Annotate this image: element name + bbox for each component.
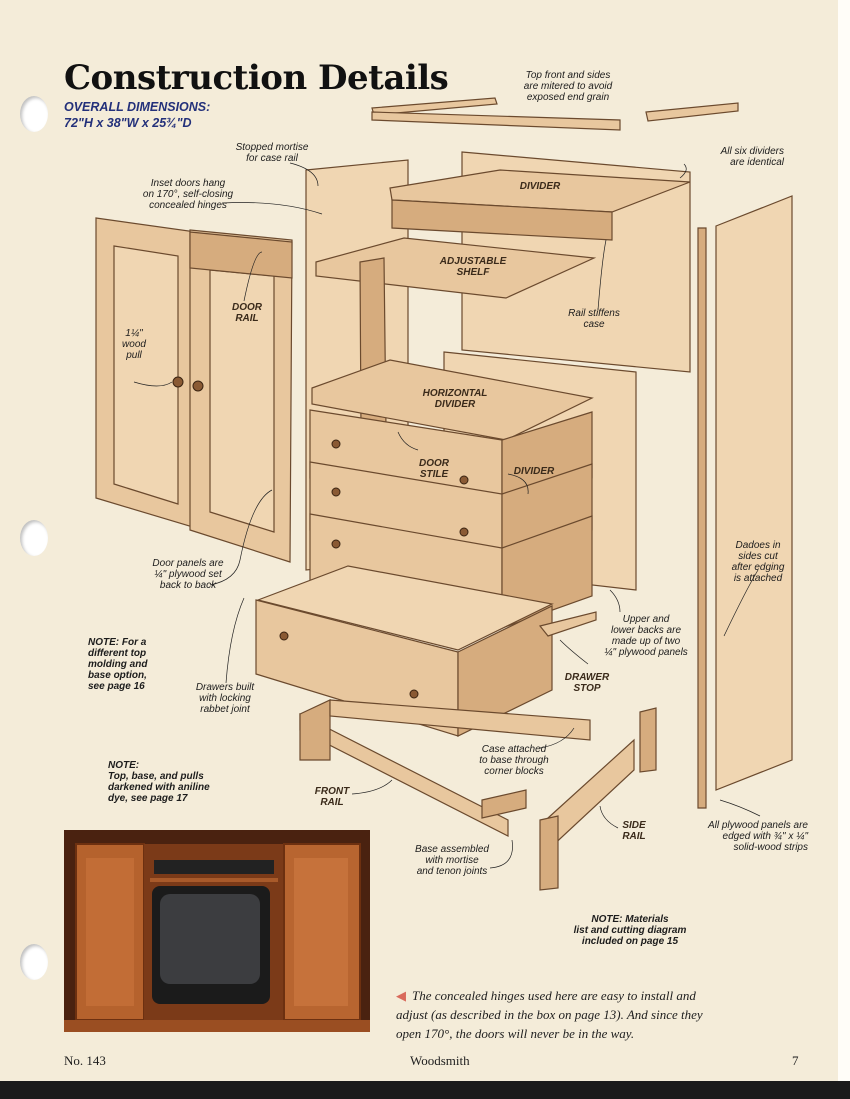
callout-dividers-identical: All six dividers are identical <box>720 146 784 168</box>
callout-stopped-mortise: Stopped mortise for case rail <box>235 142 309 164</box>
part-divider-lower: DIVIDER <box>513 466 555 477</box>
callout-case-attached: Case attached to base through corner blo… <box>479 744 549 777</box>
binder-hole <box>20 944 48 980</box>
top-molding-side <box>645 102 739 122</box>
overall-dimensions: OVERALL DIMENSIONS: 72"H x 38"W x 25¾"D <box>64 99 210 131</box>
drawer-stop <box>538 611 597 637</box>
binder-hole <box>20 96 48 132</box>
adjustable-shelf <box>315 237 597 299</box>
callout-rail-stiffens: Rail stiffens case <box>568 308 620 330</box>
top-molding-front <box>371 111 621 131</box>
part-door-stile: DOOR STILE <box>419 458 449 480</box>
part-divider: DIVIDER <box>519 181 561 192</box>
callout-drawers-built: Drawers built with locking rabbet joint <box>195 682 255 715</box>
callout-door-panels: Door panels are ¼" plywood set back to b… <box>152 558 224 591</box>
part-side-rail: SIDE RAIL <box>622 820 646 842</box>
dimensions-heading: OVERALL DIMENSIONS: <box>64 100 211 114</box>
part-drawer-stop: DRAWER STOP <box>564 672 610 694</box>
page-title: Construction Details <box>64 58 449 98</box>
cabinet-photo <box>64 830 370 1032</box>
caption-text: The concealed hinges used here are easy … <box>396 988 703 1041</box>
scan-edge <box>0 1081 850 1099</box>
note-materials: NOTE: Materials list and cutting diagram… <box>573 914 687 947</box>
part-door-rail: DOOR RAIL <box>232 302 262 324</box>
part-front-rail: FRONT RAIL <box>314 786 350 808</box>
note-top-molding: NOTE: For a different top molding and ba… <box>88 637 148 692</box>
door-rail <box>189 231 293 279</box>
triangle-bullet-icon: ◀ <box>396 988 406 1003</box>
bottom-drawer-inside <box>255 565 554 651</box>
top-divider <box>389 169 691 213</box>
horizontal-divider <box>311 359 594 441</box>
page-edge <box>838 0 850 1099</box>
callout-top-mitered: Top front and sides are mitered to avoid… <box>523 70 613 103</box>
back-leg <box>639 707 657 773</box>
note-aniline: NOTE: Top, base, and pulls darkened with… <box>108 760 210 804</box>
issue-number: No. 143 <box>64 1053 106 1068</box>
photo-caption: ◀The concealed hinges used here are easy… <box>396 986 726 1043</box>
page-number: 7 <box>792 1053 799 1068</box>
callout-dadoes: Dadoes in sides cut after edging is atta… <box>731 540 785 584</box>
callout-plywood-edged: All plywood panels are edged with ¾" x ¼… <box>707 820 808 853</box>
magazine-name: Woodsmith <box>410 1053 470 1068</box>
part-adjustable-shelf: ADJUSTABLE SHELF <box>439 256 507 278</box>
edging-strip <box>697 227 707 809</box>
callout-wood-pull: 1¼" wood pull <box>122 328 146 361</box>
callout-backs: Upper and lower backs are made up of two… <box>604 614 688 658</box>
right-case-side <box>715 195 793 791</box>
front-leg <box>539 815 559 891</box>
callout-base-assembled: Base assembled with mortise and tenon jo… <box>415 844 489 877</box>
dimensions-value: 72"H x 38"W x 25¾"D <box>64 116 192 130</box>
callout-inset-doors: Inset doors hang on 170°, self-closing c… <box>142 178 234 211</box>
part-horizontal-divider: HORIZONTAL DIVIDER <box>422 388 488 410</box>
back-base-rail <box>329 699 591 741</box>
binder-hole <box>20 520 48 556</box>
